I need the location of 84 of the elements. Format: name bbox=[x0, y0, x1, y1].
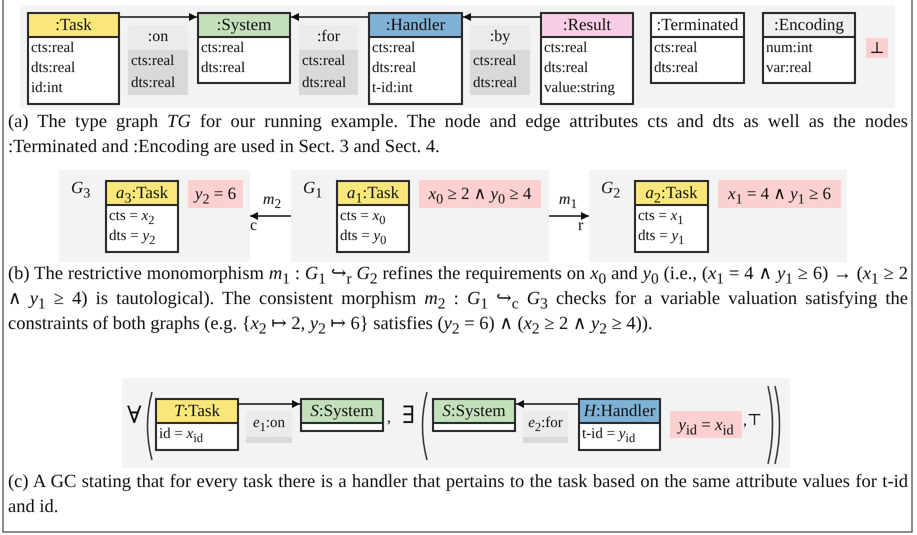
arrow bbox=[463, 13, 540, 21]
class-box bbox=[300, 398, 384, 432]
constraint: y$_{id}$ = x$_{id}$ bbox=[670, 411, 742, 438]
class-box bbox=[578, 398, 661, 451]
graph-label: G$_{1}$ bbox=[303, 178, 322, 198]
edge-label: :for bbox=[299, 25, 358, 50]
class-header: :System bbox=[199, 14, 289, 38]
edge-attribute: cts:real bbox=[470, 50, 530, 72]
caption: (b) The restrictive monomorphism m$_{1}$ : G$_{1}$ ↪$_{r}$ G$_{2}$ refines the requirements on x$_{0}$ and y$_{0}$ (i.e., (x$_{1}$ = 4 ∧ y$_{1}$ ≥ 6) → (x$_{1}$ ≥ 2 ∧ y$_{1}$ ≥ 4) is tautological). The consistent morphism m$_{2}$ : G$_{1}$ ↪$_{c}$ G$_{3}$ checks for a variable valuation satisfying the constraints of both graphs (e.g. {x$_{2}$ ↦ 2, y$_{2}$ ↦ 6} satisfies (y$_{2}$ = 6) ∧ (x$_{2}$ ≥ 2 ∧ y$_{2}$ ≥ 4)). bbox=[8, 263, 908, 340]
arrow bbox=[239, 400, 300, 408]
attribute: cts = x$_{0}$ bbox=[339, 207, 387, 226]
edge-label: e$_{1}$:on bbox=[246, 411, 292, 443]
graph-label: G$_{3}$ bbox=[71, 178, 90, 198]
class-header: :Task bbox=[29, 14, 118, 38]
false-symbol: ⊥ bbox=[866, 38, 888, 58]
attribute: dts:real bbox=[371, 59, 418, 78]
symbol: r bbox=[578, 218, 584, 234]
class-header: T:Task bbox=[157, 400, 237, 424]
caption: (a) The type graph TG for our running example. The node and edge attributes cts and dts as well as the nodes :Terminated and :Encoding are used in Sect. 3 and Sect. 4. bbox=[8, 111, 908, 159]
arrow bbox=[516, 400, 578, 408]
edge-attribute: dts:real bbox=[470, 72, 530, 95]
attribute: var:real bbox=[765, 59, 813, 78]
class-box bbox=[105, 180, 179, 253]
attribute: t-id:int bbox=[371, 79, 414, 98]
attribute: id = x$_{id}$ bbox=[158, 425, 204, 444]
class-box bbox=[540, 12, 634, 105]
arrow bbox=[291, 13, 368, 21]
attribute: dts = y$_{1}$ bbox=[637, 227, 686, 246]
attribute: cts:real bbox=[200, 39, 246, 58]
edge-label: e$_{2}$:for bbox=[523, 411, 568, 443]
attribute: cts:real bbox=[653, 39, 698, 58]
attribute: id:int bbox=[30, 79, 64, 98]
class-box bbox=[432, 398, 516, 432]
class-header: a$_{3}$:Task bbox=[107, 182, 177, 206]
class-box bbox=[762, 12, 856, 84]
graph-panel bbox=[291, 170, 549, 262]
class-header: a$_{2}$:Task bbox=[636, 182, 707, 206]
edge-label: :by bbox=[470, 25, 530, 50]
quantifier: ∃ bbox=[402, 402, 416, 430]
attribute: dts:real bbox=[543, 59, 590, 78]
caption: (c) A GC stating that for every task there is a handler that pertains to the task based on the same attribute values for t-id and id. bbox=[8, 471, 908, 519]
constraint: y$_{2}$ = 6 bbox=[188, 180, 243, 208]
class-header: S:System bbox=[302, 400, 382, 424]
symbol: ,⊤ bbox=[743, 413, 764, 431]
class-header: :Handler bbox=[370, 14, 461, 38]
class-header: S:System bbox=[434, 400, 514, 424]
attribute: dts:real bbox=[200, 59, 246, 78]
arrow bbox=[120, 13, 197, 21]
attribute: dts:real bbox=[30, 59, 76, 78]
edge-attribute: cts:real bbox=[299, 50, 358, 72]
class-box bbox=[197, 12, 291, 84]
attribute: dts:real bbox=[653, 59, 700, 78]
class-header: H:Handler bbox=[580, 400, 659, 424]
class-box bbox=[634, 180, 709, 253]
edge-attribute: dts:real bbox=[128, 72, 188, 95]
edge-label: :on bbox=[128, 25, 188, 50]
quantifier: ∀ bbox=[127, 402, 142, 430]
constraint: x$_{1}$ = 4 ∧ y$_{1}$ ≥ 6 bbox=[718, 180, 841, 208]
attribute: cts:real bbox=[371, 39, 416, 58]
class-box bbox=[368, 12, 463, 105]
class-box bbox=[650, 12, 745, 84]
graph-panel bbox=[589, 170, 847, 262]
symbol: c bbox=[250, 218, 258, 234]
attribute: dts = y$_{2}$ bbox=[108, 227, 156, 246]
edge-attribute: dts:real bbox=[299, 72, 358, 95]
attribute: cts:real bbox=[543, 39, 588, 58]
class-box bbox=[336, 180, 410, 253]
attribute: cts = x$_{2}$ bbox=[108, 207, 156, 226]
attribute: value:string bbox=[543, 79, 616, 98]
class-box bbox=[155, 398, 239, 451]
graph-panel bbox=[59, 170, 250, 262]
attribute: t-id = y$_{id}$ bbox=[581, 425, 636, 444]
class-header: :Result bbox=[542, 14, 632, 38]
graph-label: G$_{2}$ bbox=[601, 178, 620, 198]
class-box bbox=[27, 12, 120, 105]
constraint: x$_{0}$ ≥ 2 ∧ y$_{0}$ ≥ 4 bbox=[419, 180, 541, 208]
attribute: cts:real bbox=[30, 39, 76, 58]
class-header: a$_{1}$:Task bbox=[338, 182, 408, 206]
attribute: cts = x$_{1}$ bbox=[637, 207, 685, 226]
attribute: num:int bbox=[765, 39, 814, 58]
symbol: , bbox=[387, 410, 392, 428]
attribute: dts = y$_{0}$ bbox=[339, 227, 388, 246]
class-header: :Encoding bbox=[764, 14, 854, 38]
edge-attribute: cts:real bbox=[128, 50, 188, 72]
